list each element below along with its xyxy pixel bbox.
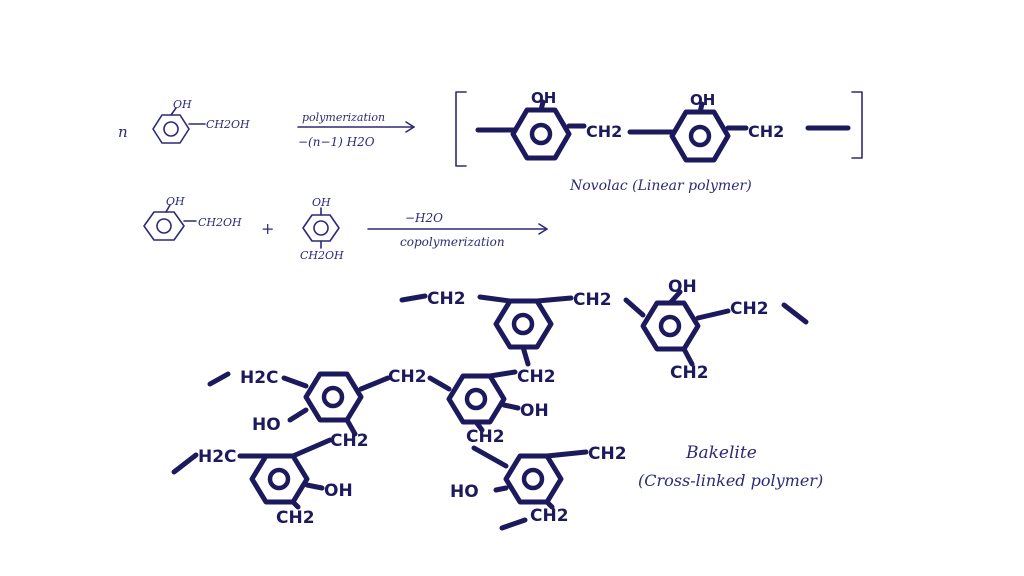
para-phenol-ring: [302, 207, 340, 249]
arrow-label-water: −H2O: [405, 211, 443, 225]
reactant1-ch2oh-label: CH2OH: [198, 216, 242, 229]
bakelite-ch2-top-left: CH2: [427, 289, 466, 309]
novolac-ch2-end: CH2: [748, 122, 784, 141]
o-hydroxymethylphenol-ring: [152, 107, 206, 144]
novolac-structure: [475, 99, 851, 163]
arrow-label-copolymerization: copolymerization: [400, 235, 505, 249]
reactant2-oh-label: OH: [312, 196, 331, 209]
right-bracket: [851, 91, 863, 159]
reaction-1: n OH CH2OH polymerization −(n−1) H2O: [118, 89, 863, 194]
bakelite-ch2-bottom-left: CH2: [276, 508, 315, 528]
ortho-phenol-ring: [143, 204, 197, 241]
coefficient-n: n: [118, 123, 128, 141]
reactant2-ch2oh-label: CH2OH: [300, 249, 344, 262]
bakelite-caption-subtitle: (Cross-linked polymer): [638, 471, 823, 490]
bakelite-ch2-bottom-right-low: CH2: [530, 506, 569, 526]
bakelite-ch2-center-low: CH2: [466, 427, 505, 447]
plus-sign: +: [261, 219, 274, 238]
bakelite-ch2-top-right: CH2: [730, 299, 769, 319]
reactant-oh-label: OH: [173, 98, 192, 111]
bakelite-oh-top-right: OH: [668, 277, 697, 297]
bakelite-ch2-left-low: CH2: [330, 431, 369, 451]
novolac-caption: Novolac (Linear polymer): [569, 178, 752, 194]
bakelite-structure: [171, 289, 809, 531]
reaction-arrow-1: [297, 121, 415, 133]
reaction-arrow-2: [367, 223, 548, 235]
bakelite-ch2-top-mid: CH2: [573, 290, 612, 310]
bakelite-h2c-left: H2C: [240, 368, 279, 388]
bakelite-caption-title: Bakelite: [685, 443, 757, 463]
novolac-ch2-bridge: CH2: [586, 122, 622, 141]
bakelite-oh-center: OH: [520, 401, 549, 421]
left-bracket: [455, 91, 467, 167]
novolac-oh-2: OH: [690, 91, 715, 109]
reactant1-oh-label: OH: [166, 195, 185, 208]
reactant-ch2oh-label: CH2OH: [206, 118, 250, 131]
novolac-oh-1: OH: [531, 89, 556, 107]
bakelite-ch2-bridge: CH2: [388, 367, 427, 387]
bakelite-oh-bottom-left: OH: [324, 481, 353, 501]
bakelite-ho-bottom-right: HO: [450, 482, 479, 502]
arrow-label-polymerization: polymerization: [302, 111, 385, 124]
bakelite-ch2-center: CH2: [517, 367, 556, 387]
bakelite-ho-left: HO: [252, 415, 281, 435]
bakelite-ch2-ring-bottom: CH2: [670, 363, 709, 383]
arrow-label-water-loss: −(n−1) H2O: [298, 135, 375, 149]
reaction-2: OH CH2OH + OH CH2OH −H2O copolymerizatio…: [143, 195, 548, 262]
bakelite-ch2-bottom-right: CH2: [588, 444, 627, 464]
bakelite-h2c-bottom-left: H2C: [198, 447, 237, 467]
